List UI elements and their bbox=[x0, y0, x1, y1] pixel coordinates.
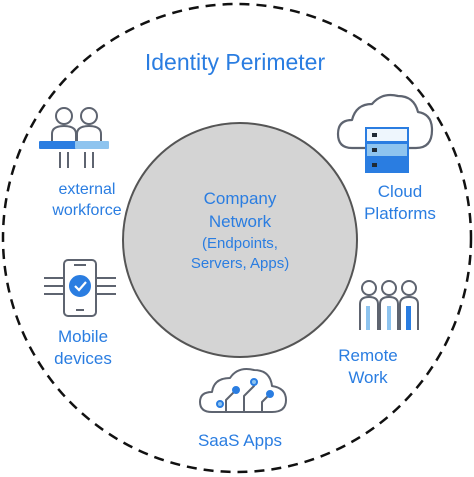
company-network-circle bbox=[122, 122, 358, 358]
cloud-platforms-line-1: Cloud bbox=[377, 182, 423, 201]
external-workforce-label: external workforce bbox=[22, 180, 152, 222]
cloud-platforms-line-2: Platforms bbox=[364, 204, 436, 224]
core-line-2: Network bbox=[208, 211, 272, 231]
cloud-server-icon bbox=[336, 93, 434, 173]
core-line-3: (Endpoints, bbox=[202, 234, 278, 252]
external-workforce-line-2: workforce bbox=[52, 201, 122, 219]
remote-work-line-1: Remote bbox=[338, 346, 398, 365]
mobile-devices-line-1: Mobile bbox=[57, 327, 109, 346]
core-line-4: Servers, Apps) bbox=[190, 255, 290, 273]
saas-apps-label: SaaS Apps bbox=[197, 431, 283, 450]
people-badge-icon bbox=[39, 107, 109, 168]
remote-work-label: Remote Work bbox=[318, 345, 418, 389]
remote-team-icon bbox=[359, 280, 419, 330]
core-line-1: Company bbox=[203, 189, 277, 208]
diagram-title: Identity Perimeter bbox=[144, 49, 326, 75]
mobile-devices-label: Mobile devices bbox=[28, 326, 138, 370]
cloud-platforms-label: Cloud Platforms bbox=[345, 181, 455, 225]
remote-work-line-2: Work bbox=[348, 368, 388, 388]
mobile-check-icon bbox=[44, 259, 116, 317]
company-network-label: Company Network (Endpoints, Servers, App… bbox=[150, 188, 330, 274]
mobile-devices-line-2: devices bbox=[54, 349, 112, 369]
cloud-circuit-icon bbox=[199, 368, 287, 413]
external-workforce-line-1: external bbox=[58, 181, 116, 198]
